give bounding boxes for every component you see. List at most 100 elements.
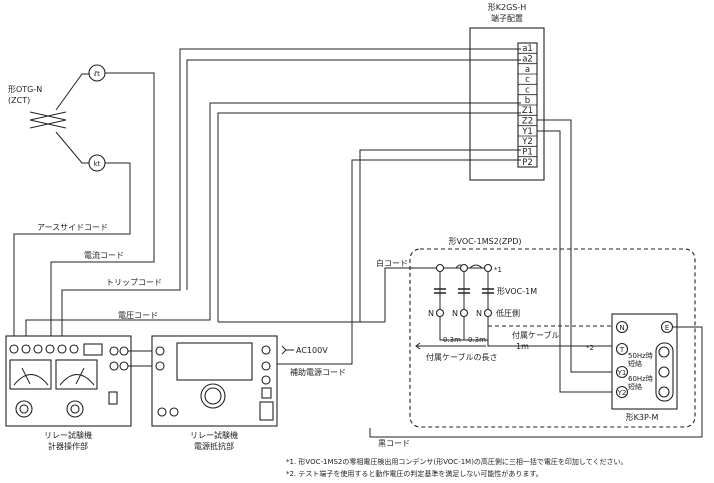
otg-node-lt-label: ℓt (93, 70, 100, 78)
relay-res-jack-3 (157, 407, 167, 417)
meter-1-needle (21, 367, 31, 385)
cable-attached-label: 付属ケーブル (512, 330, 560, 340)
voc-hv-terminal-2 (459, 263, 469, 273)
k2gs-title: 形K2GS-H (488, 3, 527, 12)
voc-hv-terminal-3 (483, 263, 493, 273)
short-50-line2: 短絡 (628, 359, 642, 368)
relay-op-jack-right-4 (119, 361, 129, 371)
relay-res-switch (261, 387, 272, 399)
ac100v-label: AC100V (296, 346, 328, 355)
k3pm-terminal-y2-label: Y2 (617, 389, 627, 397)
trip-cord-label: トリップコード (106, 278, 162, 287)
k2gs-terminal-label: c (525, 75, 530, 85)
white-cord-label: 白コード (376, 258, 408, 268)
relay-res-outlet (259, 401, 274, 421)
k3pm-name: 形K3P-M (626, 413, 659, 422)
relay-op-display (83, 343, 103, 356)
k2gs-terminal-label: c (525, 86, 530, 96)
trip-wire-a2 (186, 59, 521, 290)
current-wire (50, 72, 155, 343)
relay-op-jack-right-1 (109, 346, 119, 356)
zct-lead-top (55, 73, 89, 111)
k3pm-terminal-t (615, 342, 629, 356)
note-2: *2. テスト端子を使用すると動作電圧の判定基準を満足しない可能性があります。 (286, 469, 543, 478)
relay-op-switch (108, 391, 118, 405)
relay-op-label-1: リレー試験機 (44, 430, 92, 440)
short-60-line1: 60Hz時 (628, 375, 653, 383)
voc-lv-terminal-1 (435, 308, 445, 318)
short-60-line2: 短絡 (628, 382, 642, 391)
relay-op-jack (21, 344, 31, 354)
dist-2-label: 0.3m (468, 336, 486, 344)
k2gs-terminal-label: Y1 (521, 127, 533, 137)
relay-res-dial-inner (204, 387, 222, 405)
otg-sub: (ZCT) (8, 96, 30, 105)
k2gs-terminal-label: Z1 (522, 106, 533, 116)
n-label-2: N (452, 309, 458, 318)
zct-core-left (29, 111, 67, 129)
current-cord-label: 電流コード (84, 250, 124, 260)
k3pm-jumper-1 (658, 346, 670, 358)
relay-op-jack (69, 344, 79, 354)
relay-op-jack (33, 344, 43, 354)
y2-wire (537, 130, 615, 393)
black-cord-label: 黒コード (378, 439, 410, 448)
voc-mark-1: *1 (494, 266, 502, 274)
k3pm-terminal-y2 (615, 385, 629, 399)
k3pm-terminal-e (660, 320, 674, 334)
relay-res-jack-1 (155, 346, 165, 356)
relay-res-ac-jack (261, 345, 271, 355)
dist-1-label: 0.3m (443, 336, 461, 344)
y1-wire (537, 119, 615, 373)
cable-length-value: 1m (516, 342, 529, 351)
k2gs-subtitle: 端子配置 (491, 13, 523, 23)
k3pm-terminal-y1 (615, 365, 629, 379)
k3pm-terminal-y1-label: Y1 (617, 369, 627, 377)
relay-res-aux-jack (261, 361, 271, 371)
n-label-3: N (476, 309, 482, 318)
voc-title: 形VOC-1MS2(ZPD) (449, 237, 522, 246)
relay-res-display (176, 342, 253, 381)
voc-enclosure (409, 248, 696, 428)
earth-side-wire (13, 162, 131, 343)
otg-node-kt-label: kt (94, 160, 101, 168)
k3pm-jumper-3 (658, 386, 670, 398)
relay-res-jack-4 (169, 407, 179, 417)
relay-op-jack-right-3 (109, 361, 119, 371)
zct-lead-bottom (55, 131, 89, 164)
meter-2-scale (59, 374, 95, 386)
note-1: *1. 形VOC-1MS2の零相電圧検出用コンデンサ(形VOC-1M)の高圧側に… (286, 457, 628, 466)
relay-res-jack-5 (261, 375, 271, 385)
voc-to-k3p-wire (487, 317, 615, 347)
k2gs-terminal-label: a2 (522, 55, 533, 65)
relay-op-jack (9, 344, 19, 354)
voc-lv-bus (439, 317, 488, 341)
k2gs-terminal-label: P1 (522, 148, 533, 158)
k2gs-terminal-label: a (525, 65, 530, 75)
cable-length-label: 付属ケーブルの長さ (426, 352, 498, 362)
low-side-label: 低圧側 (496, 308, 520, 318)
k3pm-terminal-t-label: T (619, 346, 625, 354)
relay-res-label-2: 電源抵抗部 (194, 441, 234, 451)
relay-res-label-1: リレー試験機 (190, 430, 238, 440)
voc-inner-label: 形VOC-1M (497, 287, 537, 296)
z1-wire (25, 102, 521, 343)
k2gs-terminal-label: a1 (522, 44, 533, 54)
k3pm-terminal-e-label: E (665, 324, 669, 332)
dim-arrow-left (415, 342, 421, 350)
white-cord-wire (384, 267, 450, 322)
voc-capacitors (434, 288, 494, 294)
k2gs-terminal-label: Y2 (521, 137, 533, 147)
voc-hv-terminal-1 (435, 263, 445, 273)
otg-name: 形OTG-N (8, 85, 42, 94)
zct-core-right (29, 111, 67, 129)
k3pm-terminal-n (615, 320, 629, 334)
relay-op-knob-1-center (19, 404, 29, 414)
n-label-1: N (428, 309, 434, 318)
cap-hv-bridge-2 (469, 264, 483, 269)
relay-op-jack (57, 344, 67, 354)
relay-res-jack-2 (155, 361, 165, 371)
